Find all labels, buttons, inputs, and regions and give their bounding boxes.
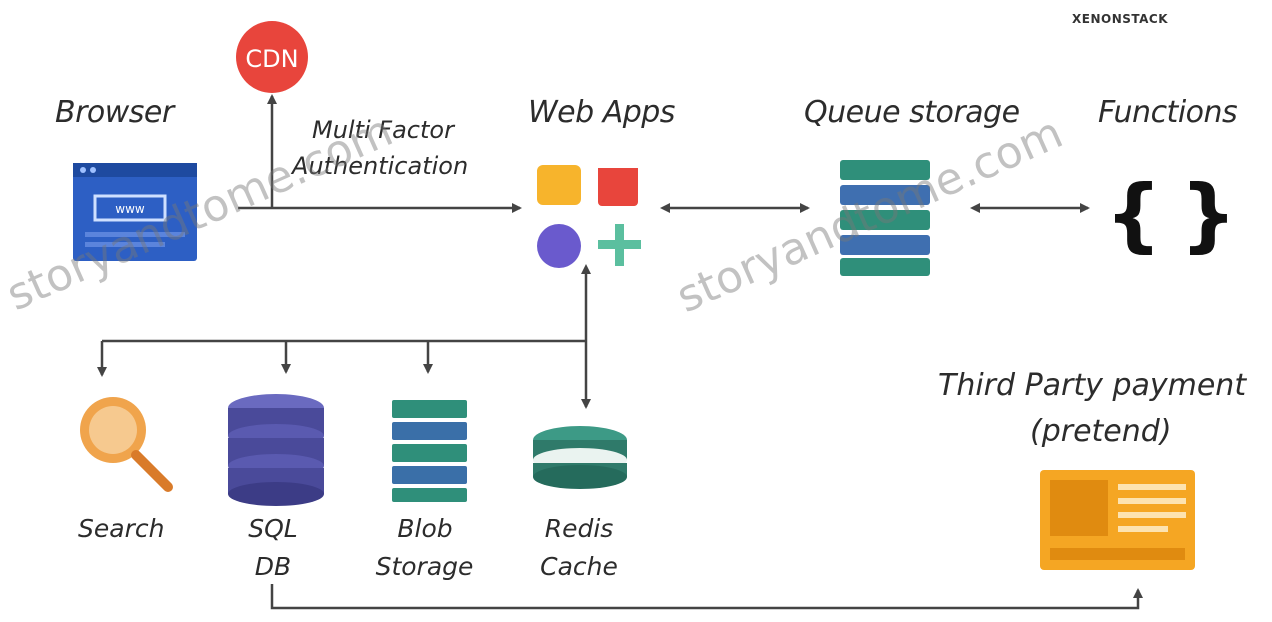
blob-storage-icon <box>392 400 467 502</box>
arrow-sql-payment <box>270 584 1143 610</box>
payment-card-icon <box>1040 470 1195 570</box>
third-party-label-line1: Third Party payment <box>938 368 1247 403</box>
redis-label-line1: Redis <box>544 514 614 543</box>
browser-label: Browser <box>55 95 174 130</box>
redis-cache-icon <box>533 426 627 489</box>
cdn-label: CDN <box>245 45 298 73</box>
web-apps-label: Web Apps <box>528 95 675 130</box>
svg-text:}: } <box>1180 168 1237 261</box>
queue-storage-label: Queue storage <box>804 95 1020 130</box>
browser-icon: www <box>73 163 197 261</box>
mfa-label-line1: Multi Factor <box>312 116 454 144</box>
redis-label-line2: Cache <box>540 552 618 581</box>
search-icon <box>80 397 173 492</box>
web-apps-icon <box>537 165 641 268</box>
blob-label-line2: Storage <box>375 552 474 581</box>
sql-db-icon <box>228 394 324 506</box>
sql-label-line1: SQL <box>248 514 298 543</box>
search-label: Search <box>78 514 165 543</box>
connectors <box>97 94 1143 610</box>
sql-label-line2: DB <box>254 552 292 581</box>
functions-label: Functions <box>1098 95 1238 130</box>
brand-logo: XENONSTACK <box>1072 12 1169 26</box>
third-party-label-line2: (pretend) <box>1030 414 1172 449</box>
svg-text:{: { <box>1105 168 1162 261</box>
cdn-icon: CDN <box>236 21 308 93</box>
functions-icon: { } <box>1105 168 1237 261</box>
queue-storage-icon <box>840 160 930 276</box>
mfa-label-line2: Authentication <box>292 152 469 180</box>
blob-label-line1: Blob <box>397 514 453 543</box>
browser-screen-text: www <box>115 202 145 216</box>
